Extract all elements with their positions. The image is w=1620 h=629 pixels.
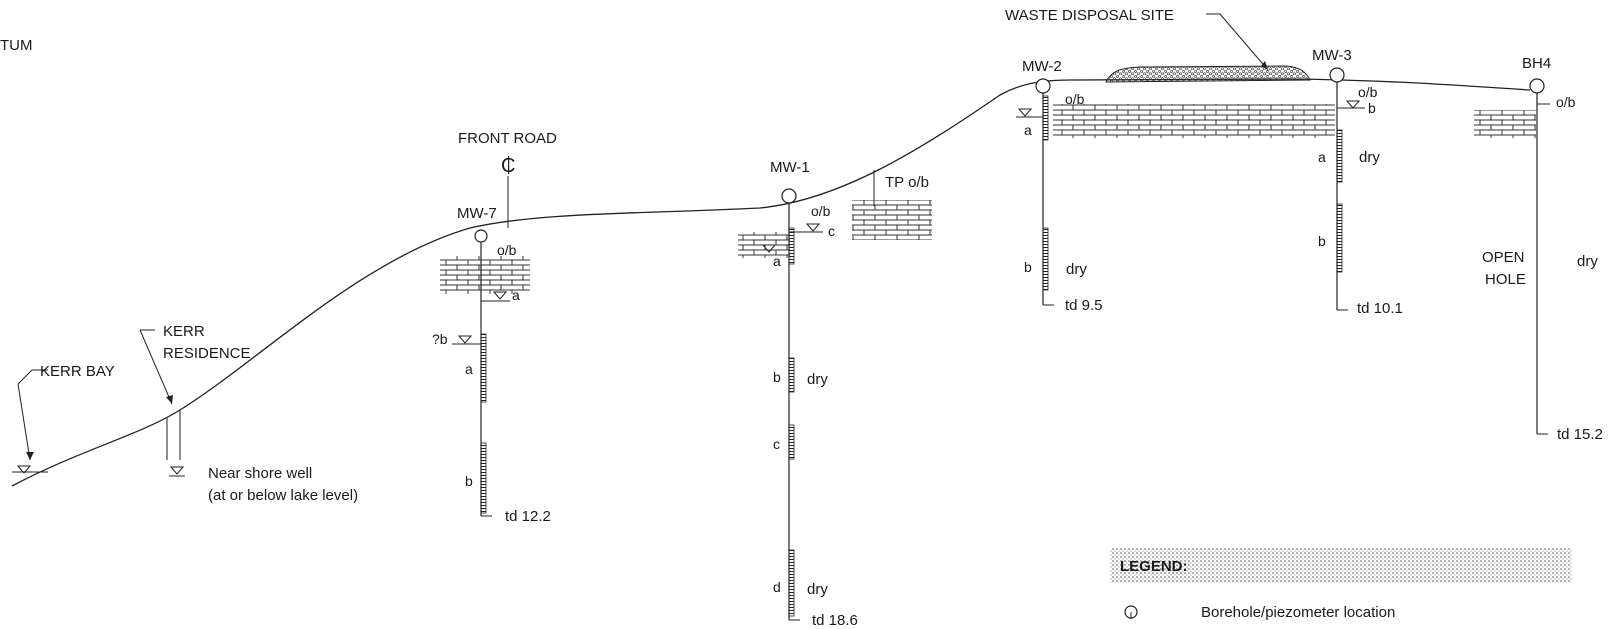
water-level-icon (761, 244, 777, 253)
td-label: td 12.2 (505, 508, 551, 525)
svg-text:HOLE: HOLE (1485, 271, 1526, 288)
svg-text:dry: dry (1577, 253, 1598, 270)
td-label: td 9.5 (1065, 297, 1103, 314)
well-mw7: MW-7 o/b a ?b a b td 12.2 (432, 205, 551, 525)
screen-interval (480, 442, 487, 514)
ob-label: o/b (497, 242, 517, 258)
well-mw1: MW-1 o/b c a b dry c d dry td 18.6 (738, 159, 858, 629)
svg-text:d: d (773, 579, 781, 595)
borehole-symbol-icon (474, 229, 488, 243)
svg-text:c: c (773, 436, 780, 452)
screen-interval (788, 424, 795, 460)
kerr-bay-callout: KERR BAY (12, 363, 115, 474)
legend: LEGEND: Borehole/piezometer location (1110, 548, 1572, 621)
svg-text:dry: dry (807, 371, 828, 388)
svg-text:dry: dry (807, 581, 828, 598)
ob-label: o/b (1358, 84, 1378, 100)
datum-label: TUM (0, 37, 33, 54)
screen-interval (1336, 129, 1343, 183)
near-shore-label-1: Near shore well (208, 465, 312, 482)
kerr-residence-label-2: RESIDENCE (163, 345, 251, 362)
water-level-icon (1017, 108, 1033, 117)
svg-text:OPEN: OPEN (1482, 249, 1525, 266)
bedrock-zone (440, 256, 530, 294)
legend-title-bar (1110, 548, 1572, 583)
svg-text:a: a (1318, 149, 1326, 165)
screen-interval (1042, 227, 1049, 291)
centerline-symbol: ₵ (501, 155, 515, 177)
test-pit: TP o/b (852, 170, 932, 240)
well-id-label: MW-1 (770, 159, 810, 176)
well-mw2: MW-2 o/b a b dry td 9.5 (1016, 58, 1103, 314)
ob-label: o/b (1556, 94, 1576, 110)
front-road-marker: FRONT ROAD ₵ (458, 130, 557, 228)
svg-text:dry: dry (1066, 261, 1087, 278)
legend-title: LEGEND: (1120, 558, 1188, 575)
water-level-icon (1345, 100, 1361, 109)
svg-text:a: a (512, 287, 520, 303)
legend-item-label: Borehole/piezometer location (1201, 604, 1395, 621)
svg-text:b: b (1368, 100, 1376, 116)
fill-mound (1105, 65, 1311, 83)
screen-interval (1042, 95, 1049, 141)
td-label: td 15.2 (1557, 426, 1603, 443)
ob-label: o/b (1065, 91, 1085, 107)
tp-label: TP o/b (885, 174, 929, 191)
svg-text:a: a (773, 253, 781, 269)
screen-interval (788, 549, 795, 617)
legend-item-borehole: Borehole/piezometer location (1124, 604, 1395, 621)
screen-interval (788, 357, 795, 393)
near-shore-label-2: (at or below lake level) (208, 487, 358, 504)
kerr-residence-callout: KERR RESIDENCE Near shore well (at or be… (139, 323, 358, 504)
bedrock-zone (852, 200, 932, 240)
water-level-icon (169, 466, 185, 475)
borehole-symbol-icon (781, 188, 797, 204)
svg-text:a: a (465, 361, 473, 377)
svg-text:dry: dry (1359, 149, 1380, 166)
screen-interval (1336, 203, 1343, 273)
well-bh4: BH4 o/b OPEN HOLE dry td 15.2 (1474, 55, 1603, 443)
well-id-label: MW-3 (1312, 47, 1352, 64)
water-level-icon (457, 335, 473, 344)
well-id-label: MW-2 (1022, 58, 1062, 75)
well-mw3: MW-3 o/b b a dry b td 10.1 (1312, 47, 1403, 317)
front-road-label: FRONT ROAD (458, 130, 557, 147)
well-id-label: BH4 (1522, 55, 1551, 72)
water-level-icon (492, 291, 508, 300)
bedrock-layer (1053, 104, 1335, 138)
screen-interval (480, 333, 487, 403)
bedrock-zone (1474, 110, 1536, 138)
svg-text:b: b (773, 369, 781, 385)
ground-surface (11, 78, 1531, 487)
water-level-icon (16, 465, 32, 474)
td-label: td 10.1 (1357, 300, 1403, 317)
kerr-residence-label-1: KERR (163, 323, 205, 340)
svg-text:b: b (465, 473, 473, 489)
waste-disposal-site: WASTE DISPOSAL SITE (1005, 7, 1311, 83)
water-level-icon (805, 223, 821, 232)
borehole-symbol-icon (1035, 78, 1051, 94)
well-id-label: MW-7 (457, 205, 497, 222)
svg-text:?b: ?b (432, 331, 448, 347)
waste-site-label: WASTE DISPOSAL SITE (1005, 7, 1174, 24)
svg-text:b: b (1024, 259, 1032, 275)
screen-interval (788, 227, 795, 265)
kerr-bay-label: KERR BAY (40, 363, 115, 380)
svg-text:c: c (828, 223, 835, 239)
td-label: td 18.6 (812, 612, 858, 629)
svg-text:b: b (1318, 233, 1326, 249)
svg-text:a: a (1024, 122, 1032, 138)
ob-label: o/b (811, 203, 831, 219)
borehole-symbol-icon (1529, 78, 1545, 94)
borehole-symbol-icon (1329, 67, 1345, 83)
